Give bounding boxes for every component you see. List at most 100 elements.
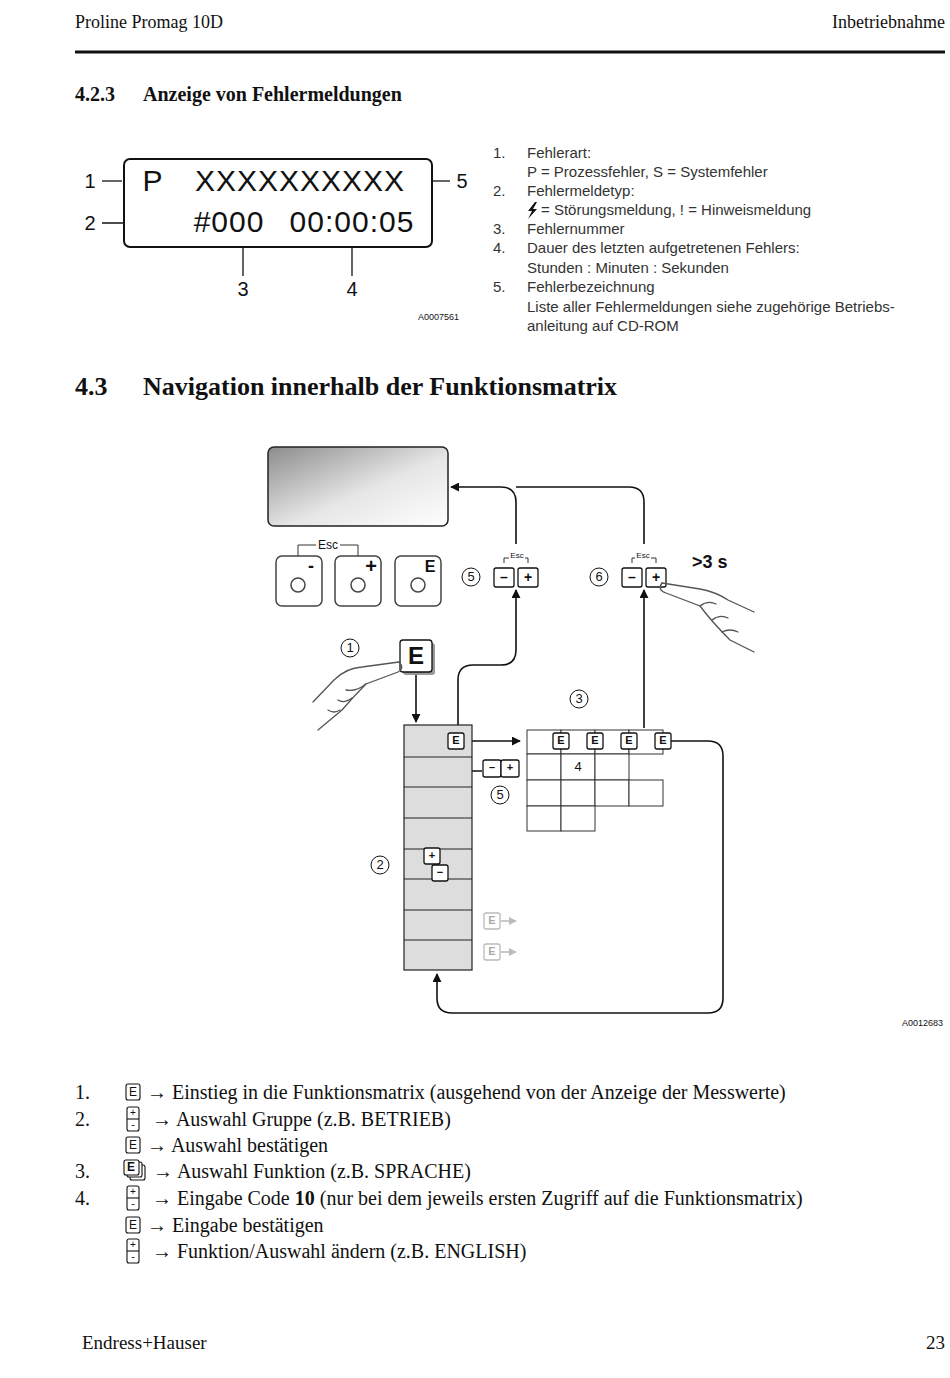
grey-arrow (501, 920, 516, 922)
panel-key (411, 578, 425, 592)
text-label: 3. (493, 220, 506, 238)
function-matrix (629, 780, 663, 806)
group-column (404, 725, 472, 970)
flow-arrow (458, 590, 516, 725)
figure-code: A0007561 (418, 312, 459, 323)
leader-line (102, 180, 122, 181)
key-symbol: + (365, 554, 377, 578)
list-key-icon (124, 1084, 145, 1263)
text-label: → Auswahl Gruppe (z.B. BETRIEB) (152, 1107, 451, 1131)
heading-text: Proline Promag 10D (75, 12, 223, 34)
key-symbol: - (308, 556, 314, 578)
grey-arrow (501, 921, 516, 952)
pointing-hand (700, 602, 738, 632)
key-symbol: - (131, 1197, 135, 1210)
function-matrix (561, 806, 595, 831)
group-column (404, 909, 472, 910)
pointing-hand (328, 684, 366, 712)
display-text: P (142, 164, 163, 199)
callout-number: 5 (496, 787, 503, 803)
callout-circle (341, 568, 608, 874)
key-symbol: – (628, 569, 636, 586)
pointing-hand (660, 583, 754, 652)
flow-arrow (516, 487, 644, 544)
lcd-display: PXXXXXXXXXX#00000:00:05 (123, 158, 433, 248)
group-column (404, 786, 472, 787)
key-icon (494, 568, 514, 587)
key-icon (621, 733, 637, 749)
callout-number: 6 (595, 569, 602, 585)
header-rule (75, 52, 945, 53)
key-symbol: E (591, 734, 598, 747)
function-matrix (527, 754, 561, 780)
function-matrix (561, 780, 595, 806)
lightning-symbol (145, 202, 537, 241)
key-symbol: + (652, 569, 660, 586)
key-symbol: E (488, 914, 495, 927)
key-symbol: Esc (318, 538, 338, 552)
text-label: → Funktion/Auswahl ändern (z.B. ENGLISH) (152, 1239, 526, 1263)
callout-circle (491, 786, 509, 804)
leader-line (351, 244, 352, 276)
key-icon (432, 865, 448, 881)
callout-number: 4 (574, 759, 581, 775)
text-label: Fehlermeldetyp: (527, 182, 635, 200)
callout-circle (570, 690, 588, 708)
figure-code: A0012683 (902, 1018, 943, 1029)
text-label: → Einstieg in die Funktionsmatrix (ausge… (147, 1080, 786, 1104)
heading-text: Inbetriebnahme (832, 12, 945, 34)
list-key-icon (127, 1186, 139, 1210)
key-symbol: Esc (636, 551, 649, 561)
key-icon (518, 568, 538, 587)
function-matrix (527, 780, 561, 806)
function-matrix (595, 754, 629, 780)
lightning-symbol (528, 202, 537, 219)
text-label: 1. (493, 144, 506, 162)
group-column (404, 939, 472, 940)
text-label: → Eingabe bestätigen (147, 1213, 324, 1237)
text-label: 3. (75, 1159, 90, 1183)
key-icon (622, 568, 642, 587)
function-matrix (561, 754, 595, 780)
list-key-icon (126, 1217, 140, 1233)
key-icon (553, 733, 569, 749)
text-label: 4. (493, 239, 506, 257)
display-text: XXXXXXXXXX (195, 164, 405, 199)
text-label: 2. (75, 1107, 90, 1131)
display-text: 00:00:05 (290, 205, 415, 240)
text-label: P = Prozessfehler, S = Systemfehler (527, 163, 768, 181)
grey-arrow (501, 951, 516, 953)
key-symbol: E (625, 734, 632, 747)
flow-arrow (451, 487, 516, 544)
panel-key (276, 556, 322, 606)
key-symbol: E (129, 1085, 137, 1099)
flow-arrow (643, 590, 645, 728)
text-label: Fehlernummer (527, 220, 625, 238)
key-symbol: E (452, 734, 459, 747)
key-icon (501, 760, 519, 777)
callout-number: 5 (456, 169, 467, 193)
callout-circle (341, 639, 359, 657)
callout-number: 3 (237, 277, 248, 301)
key-symbol: E (425, 557, 436, 576)
callout-number: 2 (84, 211, 95, 235)
text-label: 5. (493, 278, 506, 296)
key-symbol: – (489, 761, 495, 774)
key-symbol: + (507, 761, 513, 774)
group-column (404, 756, 472, 757)
list-key-icon (124, 1160, 139, 1175)
key-symbol: + (130, 1107, 136, 1119)
key-icon (484, 944, 500, 960)
text-label: → Auswahl Funktion (z.B. SPRACHE) (153, 1159, 471, 1183)
key-symbol: E (129, 1138, 137, 1152)
callout-number: 1 (84, 169, 95, 193)
callout-circle (462, 568, 480, 586)
text-label: → Eingabe Code (152, 1186, 290, 1210)
text-label: Stunden : Minuten : Sekunden (527, 259, 729, 277)
callout-number: 5 (467, 569, 474, 585)
key-symbol: + (130, 1186, 136, 1198)
group-column (404, 817, 472, 818)
text-label: Dauer des letzten aufgetretenen Fehlers: (527, 239, 800, 257)
display-window (268, 447, 448, 526)
